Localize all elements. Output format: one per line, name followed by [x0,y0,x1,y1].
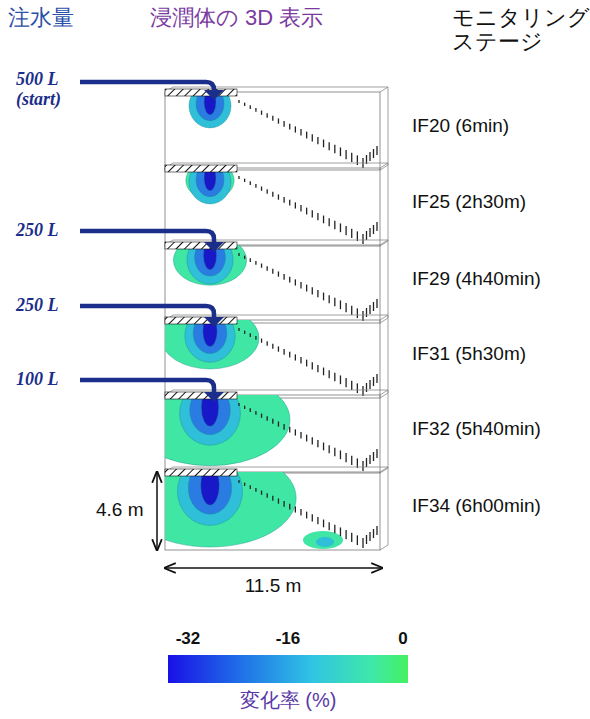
dimension-label: 4.6 m [96,500,144,521]
injection-arrows [80,82,224,402]
infiltration-panels [124,84,388,550]
arrow-head [204,90,224,100]
arrow-head [204,242,224,252]
stage-label: IF20 (6min) [412,116,509,137]
scale-title: 変化率 (%) [240,689,337,711]
arrow-head [204,317,224,327]
panel [124,449,388,550]
injection-arrow [80,306,214,319]
column-heading: 浸潤体の 3D 表示 [150,6,323,30]
panel [165,235,388,323]
dimension-label: 11.5 m [245,576,302,597]
injection-volume: 250 L [16,296,59,316]
stage-label: IF25 (2h30m) [412,192,526,213]
injection-arrow [80,82,214,92]
color-bar [168,655,408,683]
column-heading: 注水量 [8,6,74,30]
injection-volume: 500 L (start) [16,70,78,110]
stage-label: IF29 (4h40min) [412,269,541,290]
stage-label: IF34 (6h00min) [412,496,541,517]
injection-volume: 100 L [16,370,59,390]
scale-value: -32 [176,630,201,649]
height-dimension [156,472,158,550]
injection-arrow [80,380,214,394]
panel [130,374,388,473]
injection-arrow [80,231,214,244]
panel [161,307,388,398]
column-heading: モニタリング ステージ [452,6,590,54]
scale-value: -16 [276,630,301,649]
width-dimension [165,567,382,569]
scale-value: 0 [398,630,407,649]
injection-volume: 250 L [16,221,59,241]
panel [165,84,388,170]
stage-label: IF31 (5h30m) [412,344,526,365]
stage-label: IF32 (5h40min) [412,419,541,440]
arrow-head [204,392,224,402]
